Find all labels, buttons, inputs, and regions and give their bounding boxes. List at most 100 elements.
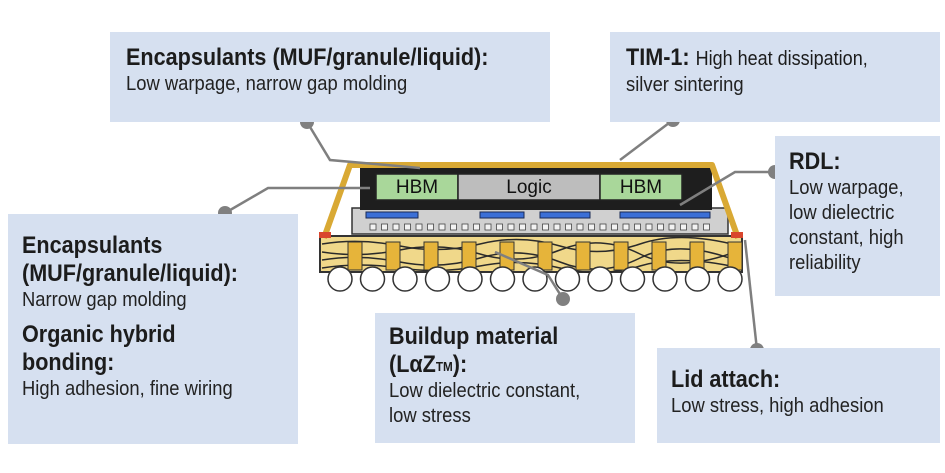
trademark-sup: TM bbox=[435, 359, 453, 374]
micro-bump bbox=[530, 223, 538, 231]
substrate-via bbox=[727, 241, 743, 271]
micro-bump bbox=[415, 223, 423, 231]
hbm-right-label: HBM bbox=[620, 177, 662, 198]
micro-bump bbox=[565, 223, 572, 231]
leader-buildup bbox=[494, 250, 565, 300]
callout-rdl: RDL: Low warpage, low dielectric constan… bbox=[775, 136, 940, 296]
micro-bump bbox=[657, 223, 664, 231]
callout-desc: silver sintering bbox=[626, 74, 744, 96]
leader-encap-left bbox=[224, 186, 370, 215]
micro-bump bbox=[588, 223, 595, 231]
leader-tim1 bbox=[619, 119, 674, 161]
solder-ball bbox=[619, 266, 646, 292]
micro-bump bbox=[553, 223, 561, 231]
callout-title: Lid attach: bbox=[671, 366, 781, 393]
solder-ball bbox=[424, 266, 451, 292]
lid bbox=[321, 162, 741, 240]
micro-bump bbox=[438, 223, 446, 231]
solder-ball bbox=[457, 266, 483, 292]
callout-title: TIM-1: bbox=[626, 44, 690, 71]
callout-title-line: Buildup material bbox=[389, 323, 559, 350]
micro-bump bbox=[381, 223, 388, 231]
solder-ball bbox=[587, 266, 613, 292]
callout-title2-line: bonding: bbox=[22, 349, 115, 376]
callout-title-line: (MUF/granule/liquid): bbox=[22, 260, 238, 287]
dot-buildup bbox=[556, 292, 570, 306]
solder-ball bbox=[489, 266, 516, 292]
lid-attach-left bbox=[319, 232, 331, 238]
micro-bump bbox=[427, 223, 434, 231]
solder-ball bbox=[684, 266, 711, 292]
callout-line: reliability bbox=[789, 252, 861, 274]
callout-desc2: High adhesion, fine wiring bbox=[22, 378, 233, 400]
micro-bump bbox=[611, 223, 618, 231]
callout-line: Low warpage, bbox=[789, 177, 904, 199]
micro-bump bbox=[496, 223, 503, 231]
rdl-trace bbox=[539, 211, 591, 219]
substrate-via bbox=[575, 241, 591, 271]
substrate-via bbox=[423, 241, 439, 271]
substrate-via bbox=[651, 241, 667, 271]
callout-title: RDL: bbox=[789, 148, 841, 175]
callout-line: low dielectric bbox=[789, 202, 895, 224]
solder-ball bbox=[554, 266, 581, 292]
substrate-via bbox=[689, 241, 705, 271]
micro-bump bbox=[404, 223, 411, 231]
callout-desc-inline: High heat dissipation, bbox=[695, 48, 868, 70]
micro-bump bbox=[507, 223, 515, 231]
callout-encapsulants-top: Encapsulants (MUF/granule/liquid): Low w… bbox=[110, 32, 550, 122]
callout-title-line: Encapsulants bbox=[22, 232, 163, 259]
callout-tim1: TIM-1: High heat dissipation, silver sin… bbox=[610, 32, 940, 122]
callout-line: Low dielectric constant, bbox=[389, 380, 581, 402]
micro-bumps bbox=[369, 223, 710, 231]
callout-line: constant, high bbox=[789, 227, 904, 249]
micro-bump bbox=[634, 223, 641, 231]
rdl-trace bbox=[479, 211, 525, 219]
callout-lid-attach: Lid attach: Low stress, high adhesion bbox=[657, 348, 940, 443]
micro-bump bbox=[680, 223, 687, 231]
solder-ball bbox=[652, 266, 678, 292]
solder-ball bbox=[717, 266, 743, 292]
micro-bump bbox=[392, 223, 400, 231]
logic-chip bbox=[457, 173, 601, 201]
micro-bump bbox=[461, 223, 469, 231]
rdl-trace bbox=[619, 211, 711, 219]
substrate-via bbox=[613, 241, 629, 271]
micro-bump bbox=[484, 223, 492, 231]
micro-bump bbox=[450, 223, 457, 231]
micro-bump bbox=[369, 223, 377, 231]
callout-title: Encapsulants (MUF/granule/liquid): bbox=[126, 44, 489, 71]
callout-encapsulants-left: Encapsulants (MUF/granule/liquid): Narro… bbox=[8, 214, 298, 444]
substrate-via bbox=[537, 241, 553, 271]
leader-encap-top bbox=[305, 121, 421, 170]
micro-bump bbox=[645, 223, 653, 231]
callout-title-pre: (LαZ bbox=[389, 351, 436, 378]
callout-title-post: ): bbox=[452, 351, 468, 378]
solder-ball bbox=[327, 266, 353, 292]
callout-buildup: Buildup material (LαZTM): Low dielectric… bbox=[375, 313, 635, 443]
micro-bump bbox=[542, 223, 549, 231]
micro-bump bbox=[576, 223, 584, 231]
substrate-via bbox=[347, 241, 363, 271]
solder-ball bbox=[359, 266, 386, 292]
leader-lines bbox=[224, 119, 775, 351]
micro-bump bbox=[519, 223, 526, 231]
solder-ball bbox=[392, 266, 418, 292]
micro-bump bbox=[622, 223, 630, 231]
micro-bump bbox=[703, 223, 710, 231]
micro-bump bbox=[691, 223, 699, 231]
rdl-traces bbox=[365, 211, 711, 219]
substrate-vias bbox=[347, 241, 743, 271]
callout-desc: Low warpage, narrow gap molding bbox=[126, 73, 408, 95]
callout-title2-line: Organic hybrid bbox=[22, 321, 176, 348]
micro-bump bbox=[473, 223, 480, 231]
substrate-via bbox=[385, 241, 401, 271]
leader-rdl bbox=[679, 170, 775, 207]
lid-attach-right bbox=[731, 232, 743, 238]
callout-desc: Low stress, high adhesion bbox=[671, 395, 884, 417]
leader-lid bbox=[743, 239, 759, 351]
callout-desc: Narrow gap molding bbox=[22, 289, 187, 311]
substrate-via bbox=[461, 241, 477, 271]
logic-label: Logic bbox=[506, 177, 551, 198]
